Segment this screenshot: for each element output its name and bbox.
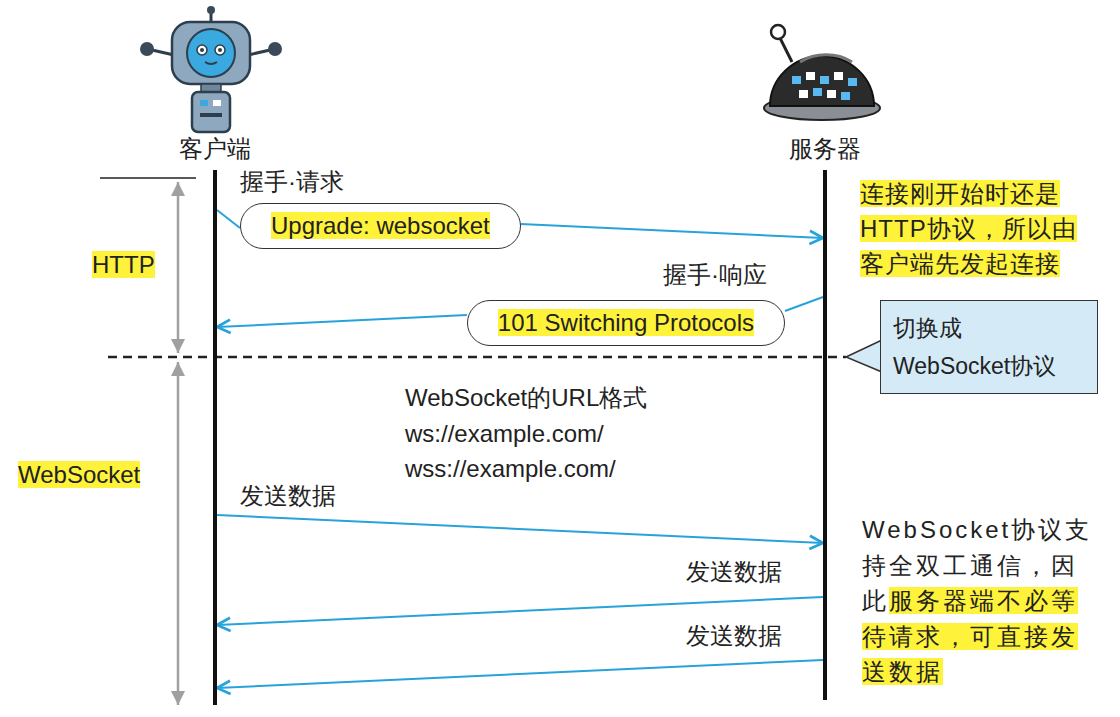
participant-name: 客户端 <box>179 134 251 164</box>
robot-light <box>841 92 850 100</box>
phase-label: WebSocket <box>18 461 140 488</box>
robot-dome <box>770 56 874 106</box>
phase-label-holder: WebSocket <box>18 460 140 490</box>
phase-label: HTTP <box>92 251 155 278</box>
header-box: Upgrade: websocket <box>240 203 521 249</box>
robot-light <box>827 90 836 98</box>
url-heading: WebSocket的URL格式 <box>405 384 647 411</box>
callout-pointer <box>846 340 882 372</box>
message-arrow <box>785 297 823 311</box>
status-box: 101 Switching Protocols <box>467 300 785 346</box>
robot-panel-light <box>213 100 221 106</box>
header-text: Upgrade: websocket <box>271 212 490 239</box>
message-label: 发送数据 <box>686 558 782 586</box>
message-arrow <box>217 315 467 327</box>
participant-name: 服务器 <box>789 134 861 164</box>
bracket-tick <box>100 177 196 179</box>
message-label: 握手·响应 <box>663 261 767 289</box>
message-arrow <box>217 210 240 228</box>
robot-antenna <box>780 38 792 62</box>
robot-light <box>799 90 808 98</box>
robot-panel-light <box>200 100 208 106</box>
server-robot <box>764 25 880 120</box>
url-heading-holder: WebSocket的URL格式 <box>405 383 647 413</box>
robot-hand <box>140 42 154 56</box>
robot-panel-slot <box>200 113 222 117</box>
robot-light <box>820 76 829 84</box>
message-label: 握手·请求 <box>240 168 344 196</box>
switch-line <box>108 356 846 359</box>
robot-antenna-tip <box>207 6 215 14</box>
callout-box: 切换成 WebSocket协议 <box>880 300 1098 394</box>
callout-text: 切换成 WebSocket协议 <box>893 315 1056 379</box>
status-text: 101 Switching Protocols <box>498 309 754 336</box>
message-arrow <box>521 224 823 238</box>
robot-dome-stripe <box>800 55 852 62</box>
server-lifeline: 服务器 <box>823 170 827 700</box>
robot-light <box>806 72 815 80</box>
client-lifeline: 客户端 <box>213 170 217 705</box>
robot-light <box>792 76 801 84</box>
phase-bracket <box>177 362 180 705</box>
robot-mouth <box>205 62 217 64</box>
note-text: 连接刚开始时还是HTTP协议，所以由客户端先发起连接 <box>860 180 1077 277</box>
robot-light <box>848 78 857 86</box>
message-arrow <box>217 660 823 688</box>
robot-arm <box>152 50 174 55</box>
note-text: WebSocket协议支持全双工通信，因此服务器端不必等待请求，可直接发送数据 <box>862 516 1092 685</box>
url-example: ws://example.com/ <box>405 420 604 447</box>
message-arrow <box>217 597 823 625</box>
note-text-holder: WebSocket协议支持全双工通信，因此服务器端不必等待请求，可直接发送数据 <box>862 512 1102 690</box>
robot-body <box>192 92 230 132</box>
robot-arm <box>248 50 270 55</box>
message-label: 发送数据 <box>686 622 782 650</box>
robot-hand <box>268 42 282 56</box>
robot-eye <box>215 45 225 55</box>
robot-head <box>172 22 250 84</box>
url-example-holder: wss://example.com/ <box>405 454 616 484</box>
url-example: wss://example.com/ <box>405 455 616 482</box>
robot-face <box>187 29 235 77</box>
phase-bracket <box>177 182 180 353</box>
robot-pupil <box>200 48 204 52</box>
robot-light <box>813 88 822 96</box>
url-example-holder: ws://example.com/ <box>405 419 604 449</box>
robot-light <box>834 72 843 80</box>
robot-dish <box>771 25 785 39</box>
phase-label-holder: HTTP <box>92 250 155 280</box>
client-robot <box>140 6 282 132</box>
robot-eye <box>197 45 207 55</box>
message-arrow <box>217 515 823 543</box>
robot-pupil <box>218 48 222 52</box>
message-label: 发送数据 <box>240 482 336 510</box>
note-text-holder: 连接刚开始时还是HTTP协议，所以由客户端先发起连接 <box>860 176 1082 281</box>
